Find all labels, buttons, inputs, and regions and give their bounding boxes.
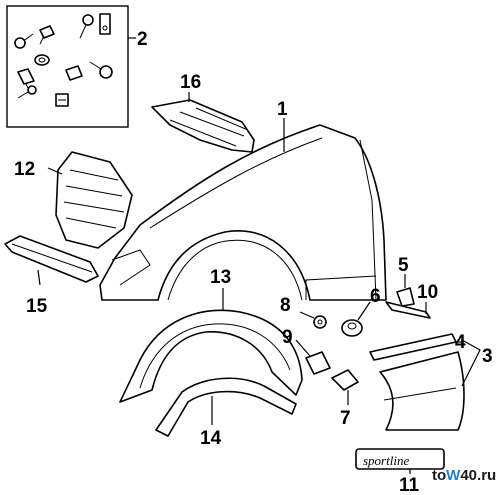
- front-fender: [99, 124, 387, 301]
- callout-6: 6: [370, 286, 381, 307]
- callout-7: 7: [340, 408, 351, 429]
- wheel-liner: [119, 309, 303, 403]
- splash-shield: [55, 151, 133, 249]
- plug-part-8: [313, 315, 327, 329]
- leader-line: [357, 301, 371, 321]
- callout-10: 10: [417, 282, 438, 303]
- leader-line: [299, 311, 315, 319]
- hardware-kit-group: [6, 5, 129, 128]
- clip-part-10: [385, 301, 431, 319]
- fender-shield: [151, 99, 255, 153]
- callout-11: 11: [399, 475, 420, 495]
- bracket-part-5: [396, 287, 415, 307]
- callout-12: 12: [14, 159, 35, 180]
- fastener-icon: [65, 65, 83, 81]
- clip-icon: [39, 25, 55, 45]
- side-molding: [369, 333, 465, 431]
- leader-line: [47, 167, 63, 175]
- callout-13: 13: [210, 267, 231, 288]
- clip-part-9: [305, 351, 331, 375]
- callout-4: 4: [455, 332, 466, 353]
- emblem: sportline: [355, 448, 445, 470]
- watermark: toW40.ru: [432, 467, 496, 484]
- watermark-prefix: to: [432, 467, 446, 484]
- grommet-icon: [34, 54, 50, 66]
- watermark-accent: W: [446, 467, 461, 484]
- clip-part-7: [331, 369, 359, 391]
- screw-icon: [14, 33, 34, 49]
- callout-2: 2: [137, 29, 148, 50]
- bracket: [4, 235, 99, 283]
- bolt-icon: [79, 14, 94, 39]
- callout-15: 15: [26, 296, 48, 317]
- leader-line: [37, 269, 41, 286]
- callout-14: 14: [200, 428, 222, 449]
- nut-icon: [99, 13, 111, 35]
- screw-icon: [89, 61, 113, 79]
- callout-5: 5: [398, 255, 409, 276]
- bracket-line: [461, 339, 481, 387]
- svg-text:toW40.ru: toW40.ru: [432, 467, 496, 484]
- callout-16: 16: [180, 72, 201, 93]
- grommet-part-6: [341, 319, 363, 337]
- callout-1: 1: [277, 99, 288, 120]
- clip-icon: [55, 93, 69, 107]
- lower-liner: [155, 377, 297, 437]
- callout-3: 3: [482, 346, 493, 367]
- leader-line: [295, 339, 311, 357]
- emblem-label: sportline: [363, 453, 409, 468]
- callout-8: 8: [280, 295, 291, 316]
- watermark-suffix: 40.ru: [460, 467, 496, 484]
- screw-icon: [17, 85, 37, 99]
- callout-9: 9: [282, 327, 293, 348]
